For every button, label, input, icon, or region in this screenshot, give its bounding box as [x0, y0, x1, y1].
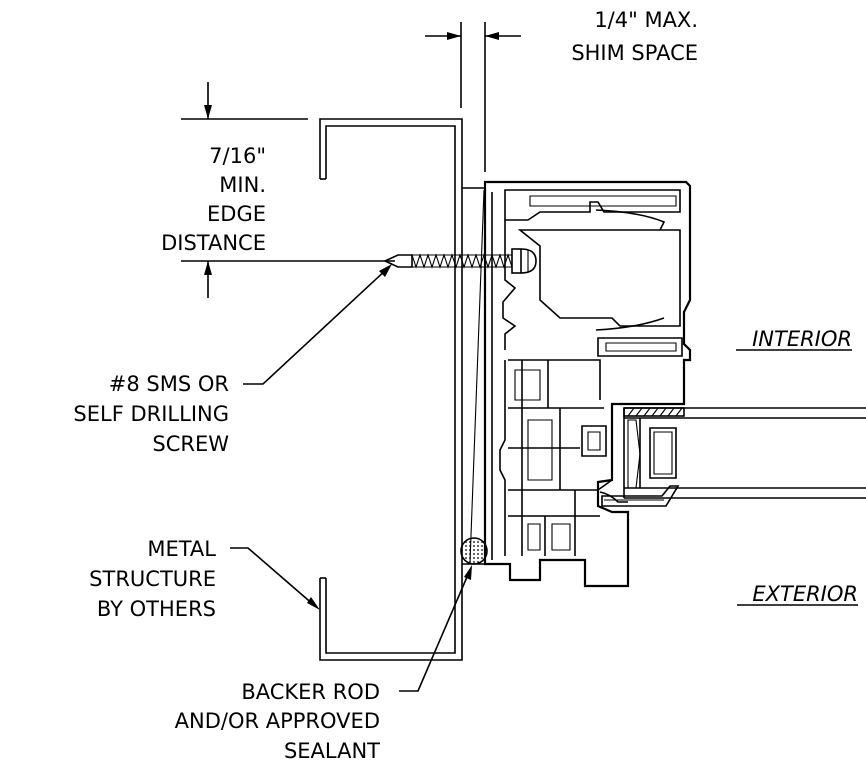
insulated-glass-unit [623, 407, 866, 499]
metal-stud-c-channel [319, 118, 463, 661]
metal-structure-leader [230, 547, 320, 610]
interior-label: INTERIOR [752, 327, 852, 351]
screw-label-line1: #8 SMS OR [109, 372, 229, 396]
screw [383, 248, 537, 274]
screw-label-line3: SCREW [152, 432, 229, 456]
shim-space-label-line2: SHIM SPACE [571, 41, 698, 65]
edge-distance-label-line2: MIN. [219, 173, 266, 197]
edge-distance-label-line4: DISTANCE [161, 231, 266, 255]
metal-structure-label-line2: STRUCTURE [89, 567, 216, 591]
backer-rod-label-line1: BACKER ROD [241, 680, 380, 704]
metal-structure-label-line3: BY OTHERS [97, 597, 216, 621]
backer-rod-label-line2: AND/OR APPROVED [175, 709, 380, 733]
shim-space-dimension [425, 22, 521, 172]
backer-rod-label-line3: SEALANT [284, 739, 380, 763]
edge-distance-dimension [181, 82, 395, 298]
shim [462, 187, 486, 565]
screw-leader [243, 264, 392, 385]
edge-distance-label-line1: 7/16" [209, 144, 266, 168]
backer-rod [460, 537, 488, 565]
window-frame-profile [483, 180, 692, 588]
metal-structure-label-line1: METAL [147, 537, 216, 561]
backer-rod-leader [399, 565, 472, 692]
exterior-label: EXTERIOR [752, 582, 858, 606]
shim-space-label-line1: 1/4" MAX. [594, 8, 698, 32]
edge-distance-label-line3: EDGE [207, 202, 266, 226]
screw-label-line2: SELF DRILLING [73, 402, 229, 426]
